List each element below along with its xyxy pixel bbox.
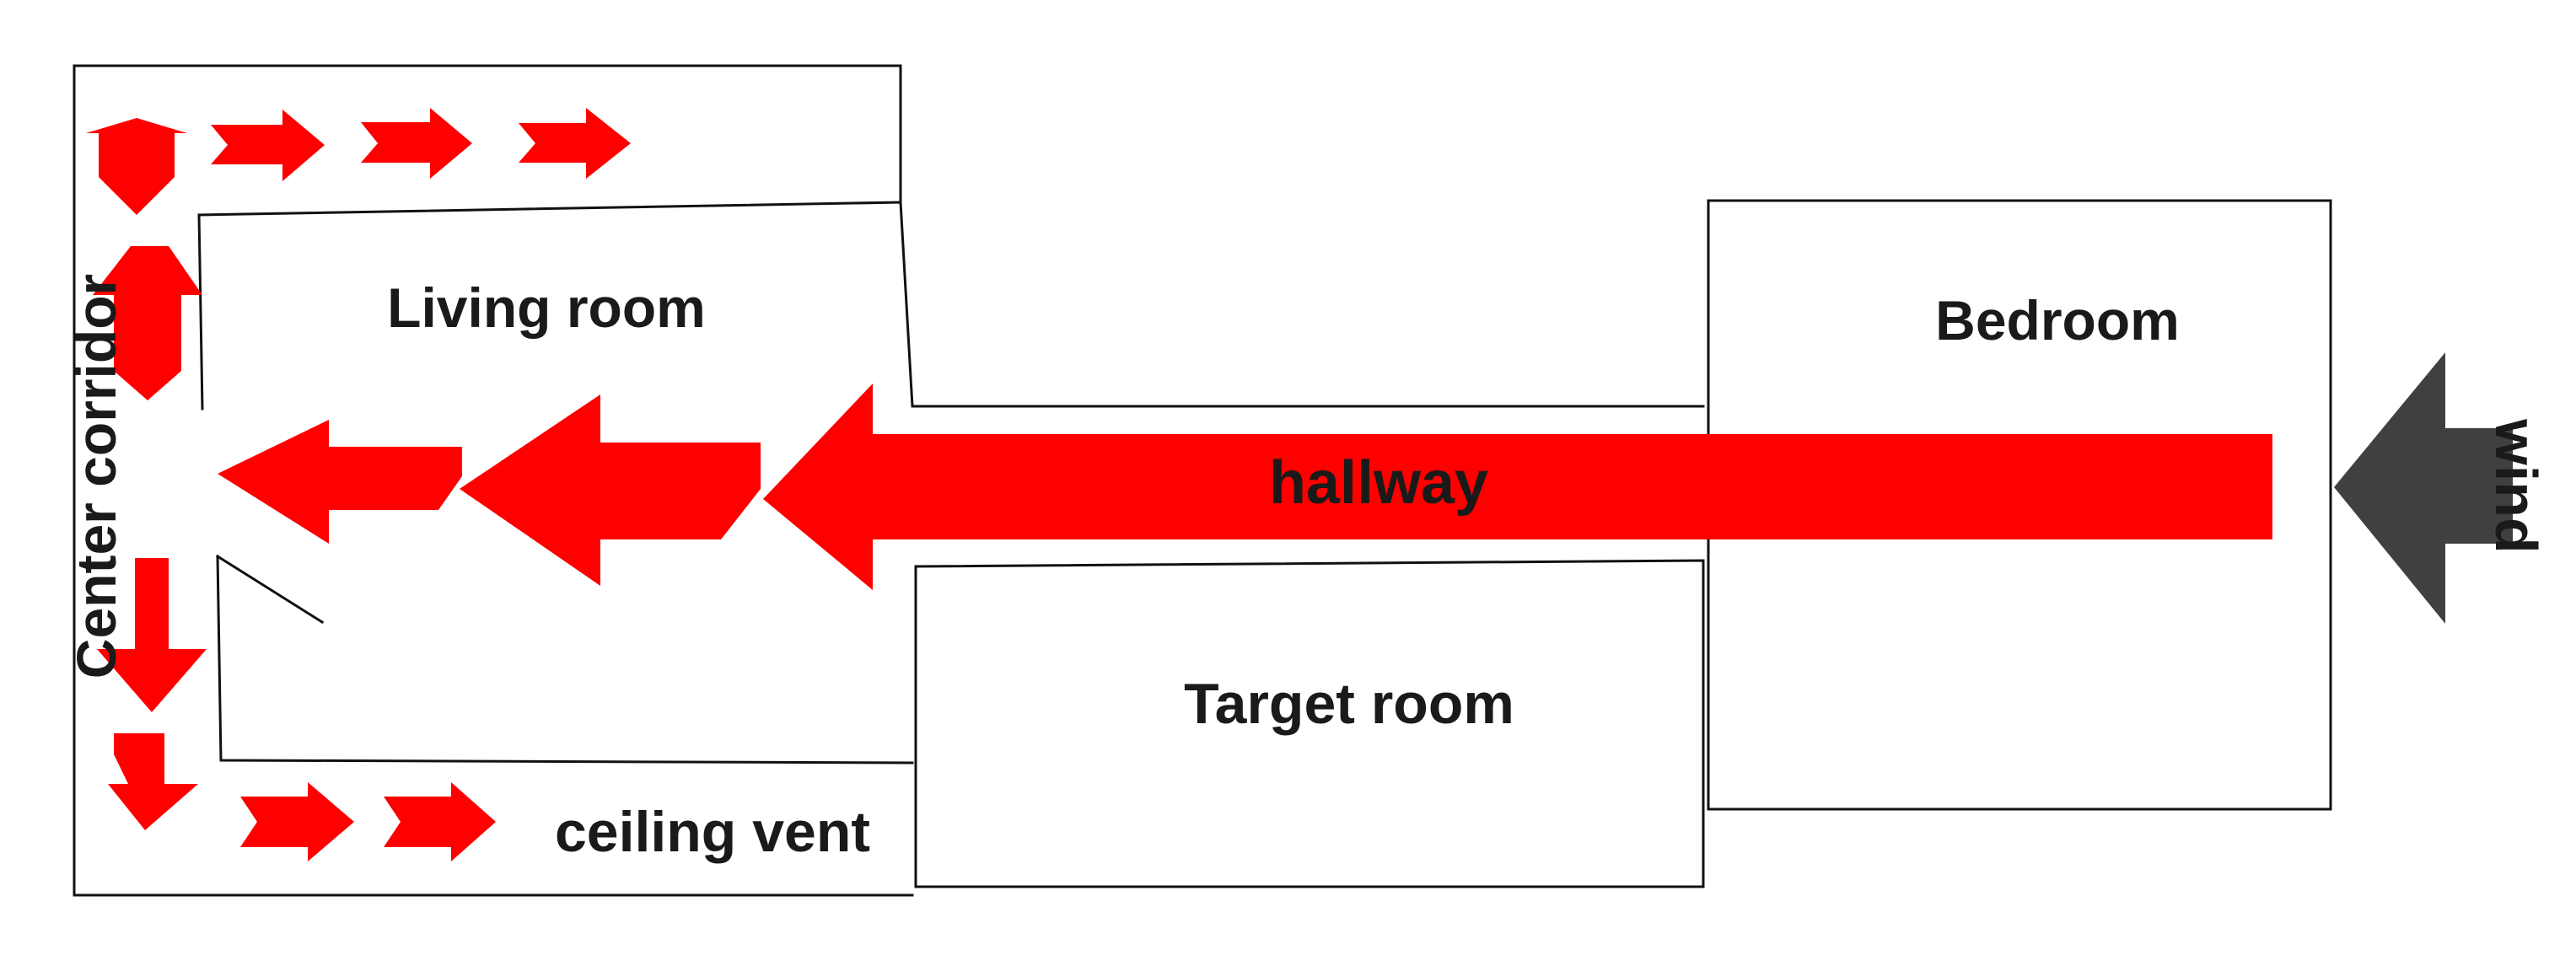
hallway-main-arrow (763, 384, 2272, 590)
living-room-wall-lower (216, 555, 914, 765)
corridor-up-arrow-2 (93, 246, 202, 400)
living-room-arrow-2 (460, 394, 761, 586)
outer-wall (73, 64, 914, 897)
hallway-label: hallway (1269, 449, 1488, 517)
wind-arrow (2334, 352, 2513, 624)
corridor-up-arrow-1-tip (99, 118, 174, 167)
wind-label: wind (2483, 418, 2549, 553)
living-room-arrow-1 (218, 420, 462, 544)
center-corridor-label: Center corridor (65, 274, 127, 679)
ceiling-vent-label: ceiling vent (555, 800, 870, 864)
living-room-wall (197, 201, 1705, 410)
bottom-arrow-1 (240, 782, 354, 861)
target-room-wall (914, 559, 1705, 888)
bedroom-label: Bedroom (1935, 289, 2180, 351)
bottom-arrow-2 (384, 782, 496, 861)
living-room-label: Living room (387, 276, 706, 339)
top-arrow-3 (519, 108, 631, 179)
corridor-down-arrow-1 (97, 558, 207, 712)
corridor-down-arrow-2 (108, 733, 198, 830)
living-room-door (215, 554, 325, 625)
target-room-label: Target room (1184, 672, 1514, 736)
airflow-arrows (86, 108, 2272, 861)
top-arrow-1 (211, 110, 325, 181)
top-arrow-2 (361, 108, 472, 179)
